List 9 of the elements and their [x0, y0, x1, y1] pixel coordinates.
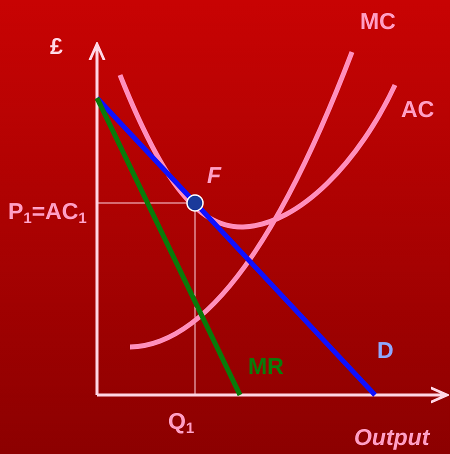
- axis-value-label: P$_{1}$=AC$_{1}$: [8, 198, 87, 224]
- curve-label: MR: [248, 353, 284, 379]
- axis-label: £: [50, 33, 63, 59]
- curve-label: AC: [401, 96, 434, 122]
- axis-label: Output: [354, 424, 430, 450]
- curve-label: D: [377, 337, 394, 363]
- axis-value-label: Q$_{1}$: [168, 408, 194, 434]
- curve-label: MC: [360, 8, 396, 34]
- point-label: F: [207, 162, 222, 188]
